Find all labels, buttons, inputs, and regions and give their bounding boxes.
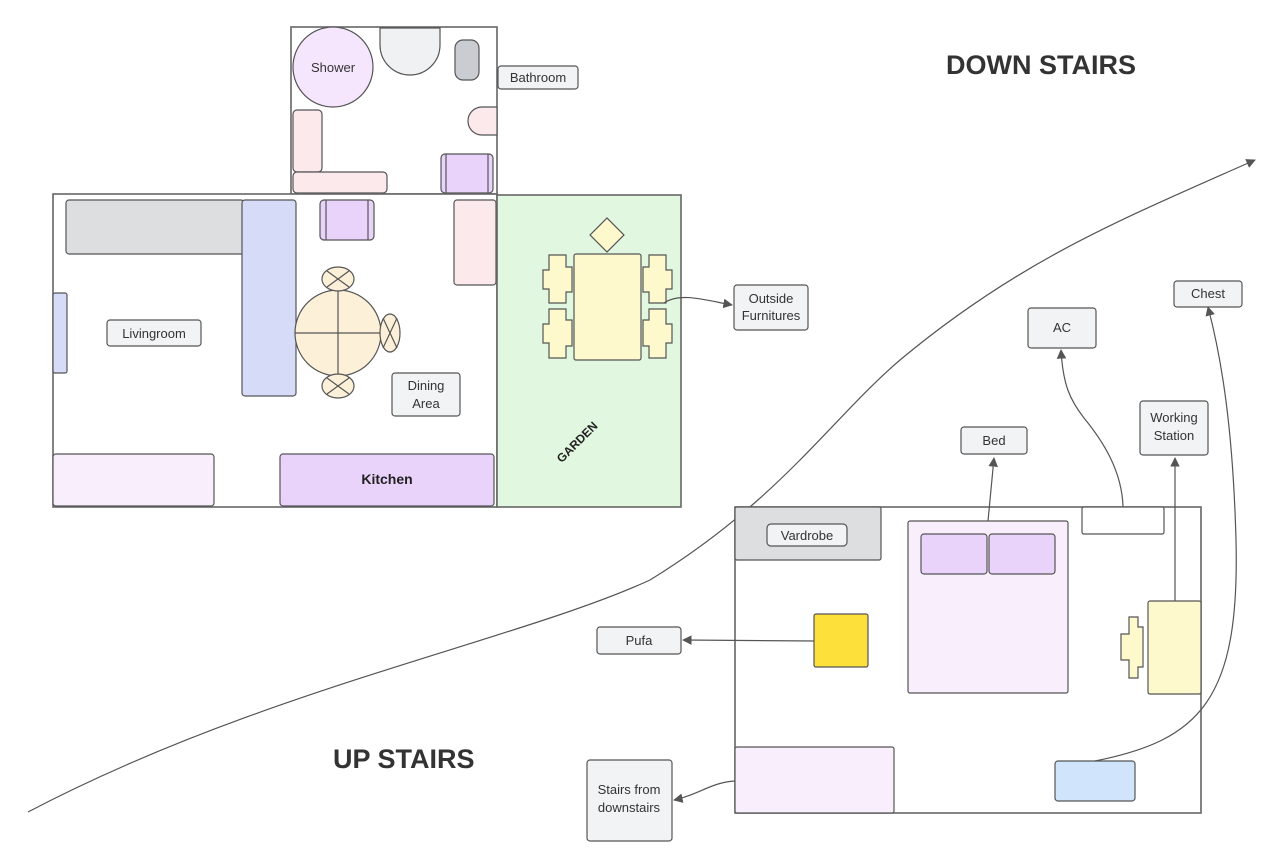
blue-sofa bbox=[241, 199, 297, 397]
shower-label: Shower bbox=[311, 60, 356, 75]
ac-label-box: AC bbox=[1027, 307, 1097, 349]
shower-circle bbox=[292, 26, 374, 108]
toilet-bowl bbox=[467, 106, 498, 136]
working-label-line1: Working bbox=[1150, 410, 1197, 425]
ac-label: AC bbox=[1053, 320, 1071, 335]
vardrobe-label-box: Vardrobe bbox=[766, 523, 848, 547]
garden-area: GARDEN bbox=[496, 194, 682, 508]
livingroom-label-box: Livingroom bbox=[106, 319, 202, 347]
main-room: Kitchen bbox=[52, 193, 498, 508]
pufa-label-box: Pufa bbox=[596, 626, 682, 655]
pillow-right bbox=[988, 533, 1056, 575]
bathroom-label-box: Bathroom bbox=[497, 65, 579, 90]
bath-cabinet-horizontal bbox=[292, 171, 388, 194]
working-station-label-box: Working Station bbox=[1139, 400, 1209, 456]
bed-arrow bbox=[987, 457, 998, 522]
gray-sofa bbox=[65, 199, 245, 255]
kitchen-counter bbox=[279, 453, 495, 507]
stairs-label-line2: downstairs bbox=[598, 800, 661, 815]
outside-label-line2: Furnitures bbox=[742, 308, 801, 323]
bath-chair bbox=[440, 153, 494, 194]
pillow-left bbox=[920, 533, 988, 575]
stairs-arrow bbox=[673, 780, 736, 803]
stairs-label-line1: Stairs from bbox=[598, 782, 661, 797]
dining-label-line2: Area bbox=[412, 396, 440, 411]
working-label-line2: Station bbox=[1154, 428, 1194, 443]
bathroom-label: Bathroom bbox=[510, 70, 566, 85]
garden-chair-left-top bbox=[542, 254, 573, 304]
dining-area-label-box: Dining Area bbox=[391, 372, 461, 417]
ac-unit bbox=[1081, 506, 1165, 535]
heading-down-stairs: DOWN STAIRS bbox=[946, 50, 1136, 80]
ac-arrow bbox=[1056, 349, 1124, 508]
chest bbox=[1054, 760, 1136, 802]
outside-label-line1: Outside bbox=[749, 291, 794, 306]
pink-cabinet bbox=[453, 199, 497, 286]
dining-label-line1: Dining bbox=[408, 378, 445, 393]
dining-table bbox=[294, 266, 401, 399]
garden-chair-right-bottom bbox=[642, 308, 673, 359]
chest-label: Chest bbox=[1191, 286, 1225, 301]
bed-label: Bed bbox=[982, 433, 1005, 448]
pufa bbox=[813, 613, 869, 668]
kitchen-label: Kitchen bbox=[361, 471, 412, 487]
chest-arrow bbox=[1094, 306, 1237, 762]
outside-furnitures-label-box: Outside Furnitures bbox=[733, 284, 809, 331]
pufa-arrow bbox=[682, 635, 815, 645]
tv-panel bbox=[52, 292, 68, 374]
chest-label-box: Chest bbox=[1173, 280, 1243, 308]
pufa-label: Pufa bbox=[626, 633, 654, 648]
bathroom-room: Shower bbox=[290, 26, 498, 195]
floor-divider-line bbox=[27, 159, 1256, 813]
vardrobe-label: Vardrobe bbox=[781, 528, 834, 543]
sink-shape bbox=[379, 27, 441, 76]
heading-up-stairs: UP STAIRS bbox=[333, 744, 475, 774]
garden-chair-top bbox=[589, 217, 625, 253]
stairs-block bbox=[734, 746, 895, 814]
stairs-label-box: Stairs from downstairs bbox=[586, 759, 673, 842]
desk-chair bbox=[1120, 616, 1144, 679]
garden-table bbox=[573, 253, 642, 361]
livingroom-label: Livingroom bbox=[122, 326, 186, 341]
bath-cabinet-vertical bbox=[292, 109, 323, 173]
desk bbox=[1147, 600, 1202, 695]
toilet-tank bbox=[454, 39, 480, 81]
outside-furniture-arrow bbox=[663, 296, 733, 309]
bed-label-box: Bed bbox=[960, 426, 1028, 455]
garden-chair-left-bottom bbox=[542, 308, 573, 359]
upstairs-room bbox=[734, 506, 1202, 814]
armchair bbox=[319, 199, 375, 241]
lower-left-cabinet bbox=[52, 453, 215, 507]
garden-chair-right-top bbox=[642, 254, 673, 304]
